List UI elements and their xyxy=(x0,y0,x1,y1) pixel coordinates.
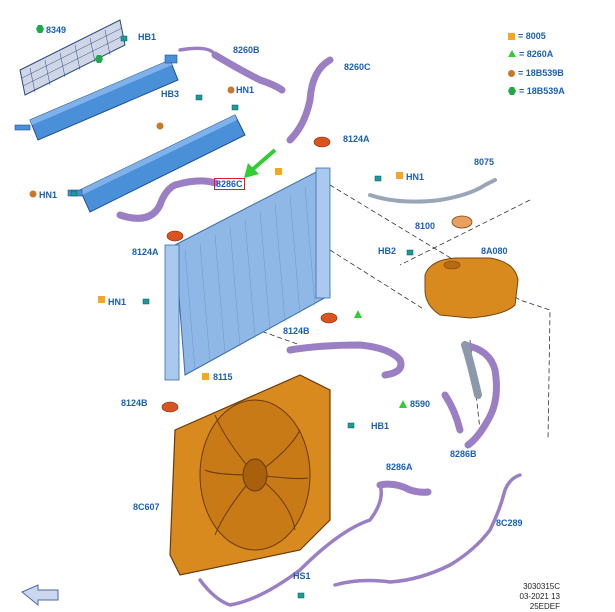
legend-item-circle: = 18B539B xyxy=(508,68,564,78)
label-8124a-top: 8124A xyxy=(343,134,370,144)
fan-shroud xyxy=(169,374,331,576)
triangle-marker-icon xyxy=(508,50,516,57)
label-8124b-right: 8124B xyxy=(283,326,310,336)
reference-code: 3030315C xyxy=(523,582,560,591)
label-8124b-left: 8124B xyxy=(121,398,148,408)
square-markers xyxy=(98,168,403,380)
label-8286a: 8286A xyxy=(386,462,413,472)
label-8286c-highlighted: 8286C xyxy=(214,178,245,190)
coolant-reservoir xyxy=(424,215,519,319)
label-hn1-top: HN1 xyxy=(236,85,255,95)
label-8c607: 8C607 xyxy=(133,502,160,512)
lower-cooler xyxy=(67,114,246,213)
reference-date: 03-2021 13 xyxy=(519,592,560,601)
callout-arrow-icon xyxy=(244,148,277,178)
label-hb1-low: HB1 xyxy=(371,421,390,431)
upper-cooler xyxy=(14,54,179,141)
label-hb2: HB2 xyxy=(378,246,397,256)
label-8286b: 8286B xyxy=(450,449,477,459)
pipe-8075 xyxy=(368,178,497,204)
thin-hoses xyxy=(178,46,522,607)
legend-item-hexagon: = 18B539A xyxy=(508,86,565,96)
connectors xyxy=(70,35,414,599)
radiator xyxy=(164,167,331,381)
legend-item-square: = 8005 xyxy=(508,31,546,41)
label-hb1-top: HB1 xyxy=(138,32,157,42)
legend-item-triangle: = 8260A xyxy=(508,49,553,59)
label-8115: 8115 xyxy=(213,372,233,382)
triangle-markers xyxy=(354,310,407,408)
label-8590: 8590 xyxy=(410,399,431,409)
circle-marker-icon xyxy=(508,70,515,77)
label-8124a-left: 8124A xyxy=(132,247,159,257)
label-8100: 8100 xyxy=(415,221,436,231)
label-8075: 8075 xyxy=(474,157,495,167)
label-8349: 8349 xyxy=(46,25,67,35)
reference-id: 25EDEF xyxy=(529,602,560,611)
hoses xyxy=(116,51,500,496)
hexagon-markers xyxy=(36,25,103,63)
label-hb3: HB3 xyxy=(161,89,180,99)
orientation-arrow-icon xyxy=(21,584,59,607)
label-hs1: HS1 xyxy=(293,571,311,581)
label-8260c: 8260C xyxy=(344,62,371,72)
label-hn1-mid: HN1 xyxy=(108,297,127,307)
label-hn1-right: HN1 xyxy=(406,172,425,182)
hose-8286b xyxy=(461,341,482,399)
label-8260b: 8260B xyxy=(233,45,260,55)
mesh-screen xyxy=(19,19,126,96)
circle-markers xyxy=(29,86,235,198)
caps xyxy=(161,136,338,413)
square-marker-icon xyxy=(508,33,515,40)
label-8a080: 8A080 xyxy=(481,246,508,256)
hexagon-marker-icon xyxy=(508,87,516,95)
label-hn1-left: HN1 xyxy=(39,190,58,200)
label-8c289: 8C289 xyxy=(496,518,523,528)
